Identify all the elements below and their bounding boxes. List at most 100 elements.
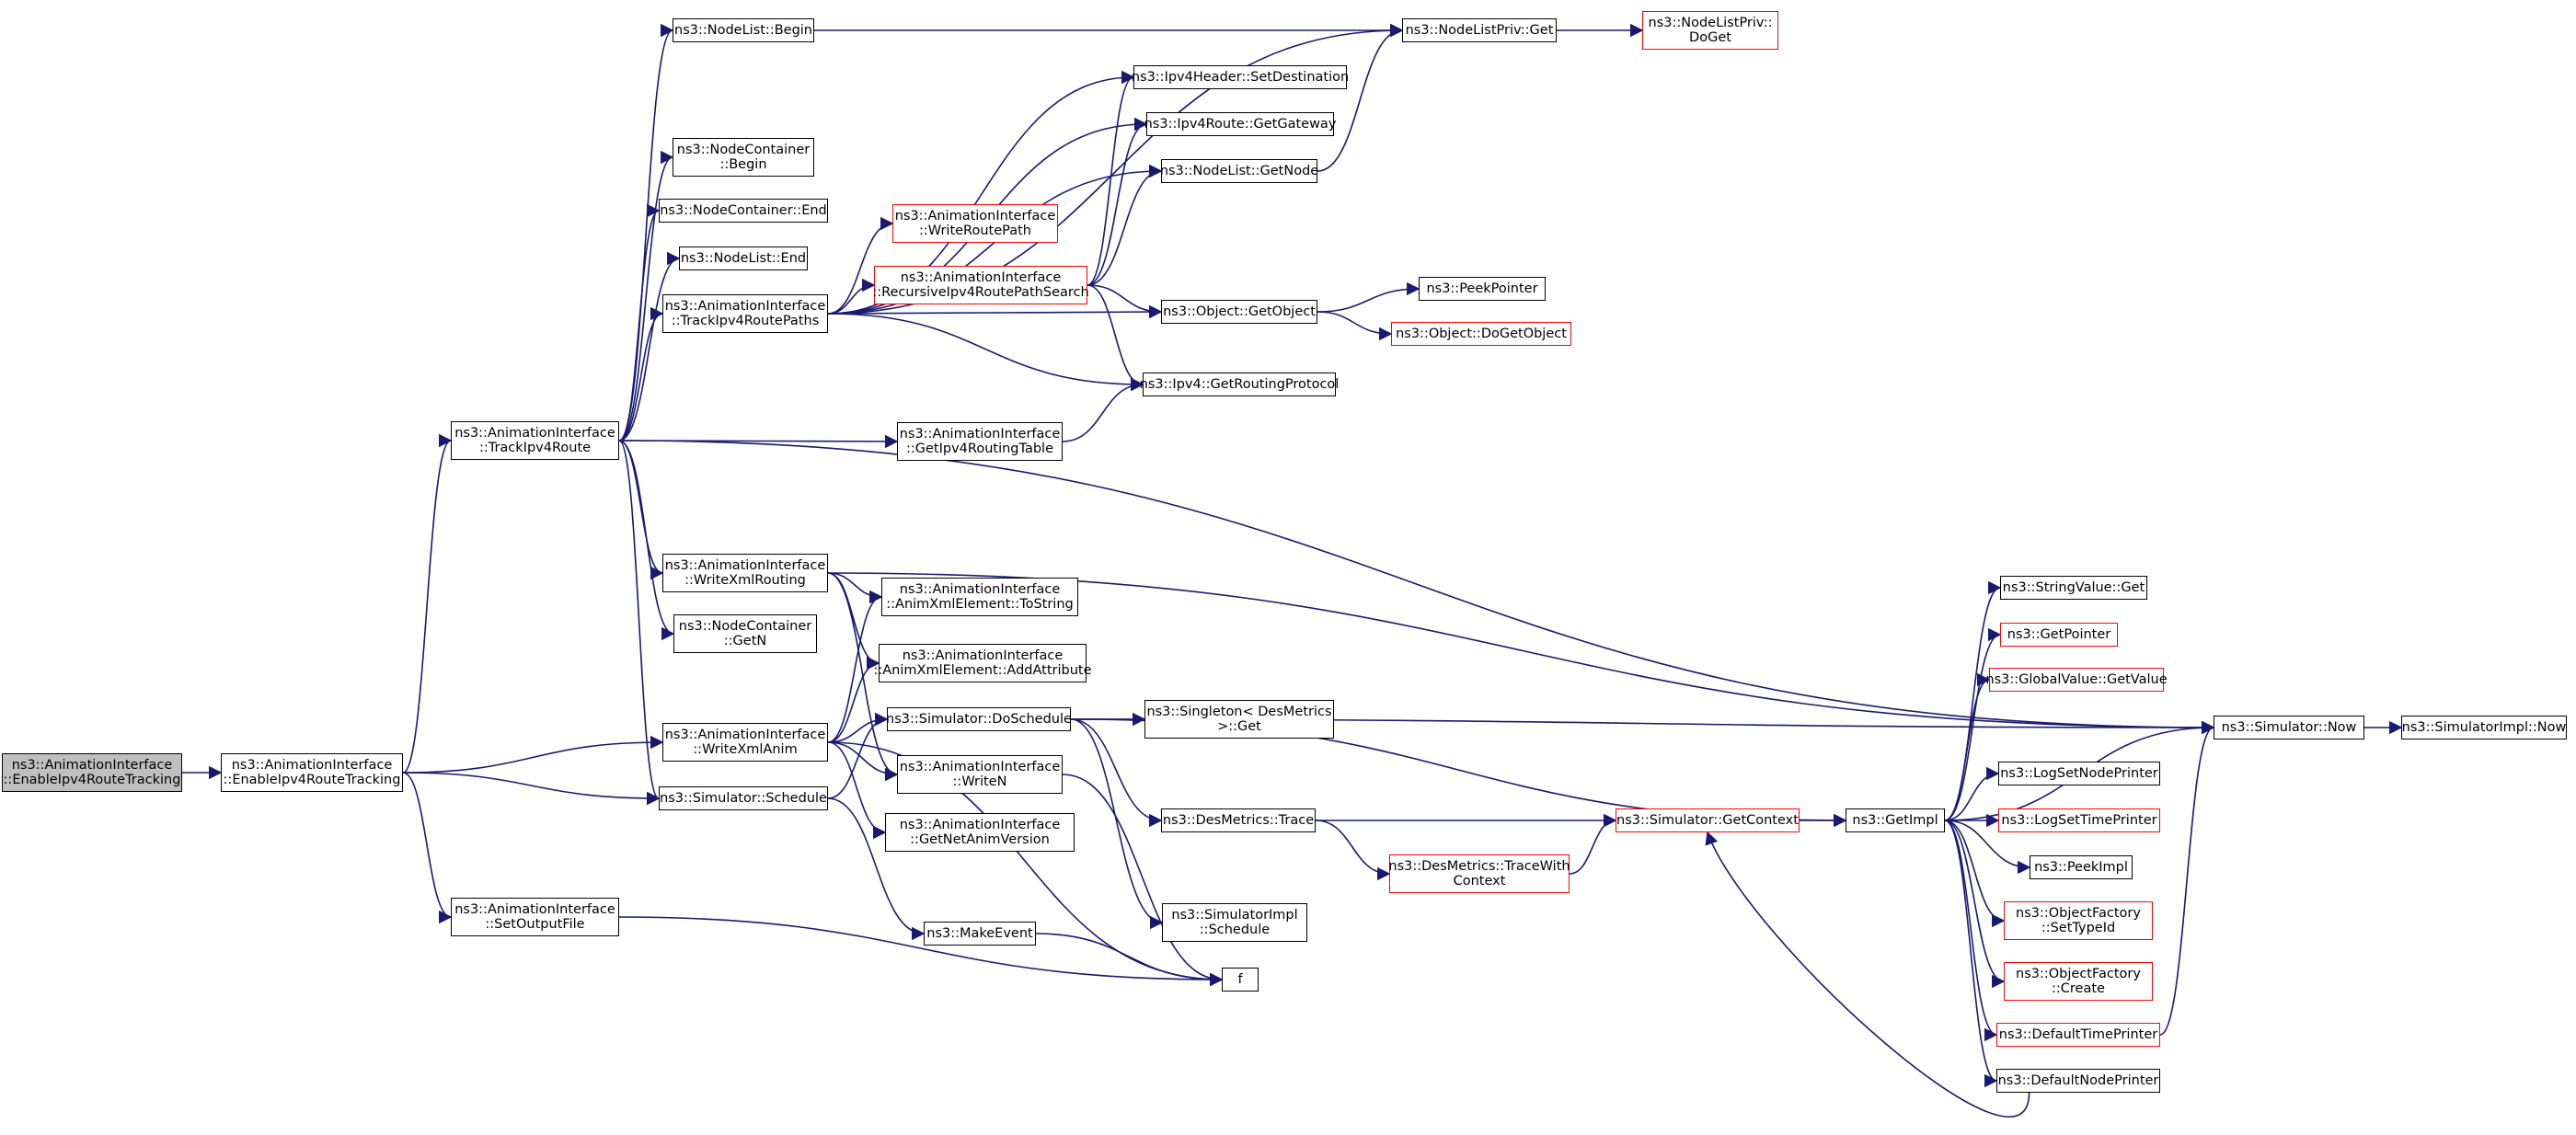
edge-wxa-to-ts — [827, 590, 883, 743]
node-label-line: ::Schedule — [1199, 923, 1271, 937]
node-dmt[interactable]: ns3::DesMetrics::Trace — [1161, 808, 1316, 832]
edge-wxa-to-aa — [827, 656, 880, 743]
node-label-line: ::EnableIpv4RouteTracking — [223, 773, 401, 787]
node-label-line: ns3::GlobalValue::GetValue — [1985, 672, 2168, 687]
edge-ert-to-sof — [402, 772, 453, 924]
node-label-line: ns3::Object::GetObject — [1163, 304, 1316, 319]
node-sds[interactable]: ns3::Simulator::DoSchedule — [886, 707, 1072, 731]
edge-ert-to-tir — [402, 433, 453, 774]
node-nlpdg[interactable]: ns3::NodeListPriv::DoGet — [1642, 11, 1778, 50]
edge-tir-to-nle — [618, 251, 681, 441]
node-rirs[interactable]: ns3::AnimationInterface::RecursiveIpv4Ro… — [872, 266, 1089, 304]
node-f[interactable]: f — [1222, 968, 1259, 992]
node-label-line: ns3::PeekImpl — [2034, 860, 2128, 875]
node-label-line: ns3::ObjectFactory — [2016, 906, 2141, 921]
edge-sds-to-dmt — [1070, 718, 1163, 828]
edge-rirs-to-nlgn — [1087, 164, 1163, 286]
node-wxa[interactable]: ns3::AnimationInterface::WriteXmlAnim — [662, 723, 828, 762]
node-ts[interactable]: ns3::AnimationInterface::AnimXmlElement:… — [881, 578, 1078, 616]
node-sin[interactable]: ns3::SimulatorImpl::Now — [2401, 716, 2567, 739]
node-tir[interactable]: ns3::AnimationInterface::TrackIpv4Route — [451, 421, 619, 460]
node-ofst[interactable]: ns3::ObjectFactory::SetTypeId — [2004, 901, 2153, 940]
node-label-line: ns3::DesMetrics::Trace — [1162, 813, 1315, 828]
node-nlpg[interactable]: ns3::NodeListPriv::Get — [1402, 18, 1557, 42]
node-gvgv[interactable]: ns3::GlobalValue::GetValue — [1985, 668, 2168, 692]
node-irgg[interactable]: ns3::Ipv4Route::GetGateway — [1144, 112, 1336, 136]
node-odgo[interactable]: ns3::Object::DoGetObject — [1391, 322, 1571, 346]
node-label-line: ::WriteXmlAnim — [693, 742, 798, 757]
node-lsnp[interactable]: ns3::LogSetNodePrinter — [1998, 762, 2160, 785]
edge-tirp-to-igrp — [827, 313, 1144, 392]
node-sof[interactable]: ns3::AnimationInterface::SetOutputFile — [451, 898, 619, 936]
edge-dnp-to-sgc — [1705, 831, 2030, 1118]
edge-wn-to-f — [1062, 774, 1224, 987]
node-ihsd[interactable]: ns3::Ipv4Header::SetDestination — [1132, 65, 1349, 89]
node-label-line: ns3::AnimationInterface — [899, 582, 1061, 597]
node-pp[interactable]: ns3::PeekPointer — [1419, 277, 1546, 301]
node-nce[interactable]: ns3::NodeContainer::End — [659, 199, 828, 223]
node-gi[interactable]: ns3::GetImpl — [1846, 808, 1945, 832]
node-label-line: ns3::PeekPointer — [1426, 281, 1538, 296]
node-label-line: ::AnimXmlElement::AddAttribute — [873, 663, 1092, 678]
node-wn[interactable]: ns3::AnimationInterface::WriteN — [897, 755, 1063, 794]
edge-tirp-to-rirs — [827, 278, 876, 315]
edge-gi-to-pi — [1944, 820, 2031, 875]
node-dnp[interactable]: ns3::DefaultNodePrinter — [1996, 1069, 2160, 1093]
node-label-line: ::SetTypeId — [2041, 921, 2116, 935]
node-dtp[interactable]: ns3::DefaultTimePrinter — [1996, 1023, 2160, 1047]
edge-wxr-to-wn — [827, 572, 899, 782]
node-nle[interactable]: ns3::NodeList::End — [679, 246, 808, 270]
edge-ert-to-wxa — [402, 735, 664, 774]
node-label-line: ns3::DefaultTimePrinter — [1998, 1027, 2158, 1042]
node-sdg[interactable]: ns3::Singleton< DesMetrics>::Get — [1144, 700, 1334, 739]
node-label-line: f — [1237, 972, 1243, 987]
node-sgc[interactable]: ns3::Simulator::GetContext — [1616, 808, 1800, 832]
edge-gi-to-ofst — [1944, 820, 2006, 928]
node-sn[interactable]: ns3::Simulator::Now — [2214, 716, 2364, 739]
node-ss[interactable]: ns3::Simulator::Schedule — [659, 786, 828, 810]
node-label-line: ns3::Simulator::GetContext — [1616, 813, 1799, 828]
edge-wxr-to-sn — [827, 572, 2215, 735]
node-label-line: ns3::Ipv4::GetRoutingProtocol — [1139, 377, 1340, 392]
node-tirp[interactable]: ns3::AnimationInterface::TrackIpv4RouteP… — [662, 294, 828, 333]
node-label-line: ::TrackIpv4RoutePaths — [671, 314, 820, 328]
node-root: ns3::AnimationInterface::EnableIpv4Route… — [2, 753, 182, 792]
node-me[interactable]: ns3::MakeEvent — [924, 922, 1036, 946]
node-label-line: ::TrackIpv4Route — [478, 441, 592, 455]
edge-gi-to-svg — [1944, 580, 2002, 821]
node-wxr[interactable]: ns3::AnimationInterface::WriteXmlRouting — [662, 554, 828, 592]
node-label-line: ns3::AnimationInterface — [900, 270, 1062, 285]
node-wrp[interactable]: ns3::AnimationInterface::WriteRoutePath — [892, 204, 1058, 243]
node-label-line: ::Create — [2052, 981, 2105, 996]
node-label-line: ns3::LogSetTimePrinter — [2001, 813, 2157, 828]
node-label-line: ns3::AnimationInterface — [454, 902, 615, 917]
node-gp[interactable]: ns3::GetPointer — [2000, 623, 2118, 647]
node-label-line: ns3::MakeEvent — [926, 926, 1033, 941]
edge-tir-to-ss — [618, 440, 661, 805]
node-label-line: ns3::NodeList::Begin — [674, 23, 812, 38]
node-ogo[interactable]: ns3::Object::GetObject — [1161, 300, 1317, 324]
node-label-line: ::WriteRoutePath — [919, 224, 1031, 238]
node-pi[interactable]: ns3::PeekImpl — [2030, 855, 2133, 879]
node-ert[interactable]: ns3::AnimationInterface::EnableIpv4Route… — [221, 753, 403, 792]
node-lstp[interactable]: ns3::LogSetTimePrinter — [1998, 808, 2160, 832]
node-sis[interactable]: ns3::SimulatorImpl::Schedule — [1162, 903, 1307, 942]
node-ncgn[interactable]: ns3::NodeContainer::GetN — [673, 614, 817, 653]
node-nlb[interactable]: ns3::NodeList::Begin — [673, 18, 814, 42]
node-nlgn[interactable]: ns3::NodeList::GetNode — [1160, 159, 1318, 183]
edge-tir-to-tirp — [618, 306, 664, 441]
node-label-line: ns3::NodeListPriv:: — [1648, 16, 1773, 30]
edge-gi-to-lsnp — [1944, 766, 2000, 821]
node-svg[interactable]: ns3::StringValue::Get — [2000, 576, 2147, 600]
node-aa[interactable]: ns3::AnimationInterface::AnimXmlElement:… — [873, 644, 1092, 682]
node-label-line: ns3::AnimationInterface — [11, 758, 173, 773]
node-ofc[interactable]: ns3::ObjectFactory::Create — [2004, 962, 2153, 1001]
node-ncb[interactable]: ns3::NodeContainer::Begin — [673, 138, 814, 177]
node-label-line: ns3::AnimationInterface — [899, 760, 1061, 774]
node-gnav[interactable]: ns3::AnimationInterface::GetNetAnimVersi… — [885, 813, 1075, 852]
node-igrp[interactable]: ns3::Ipv4::GetRoutingProtocol — [1140, 373, 1339, 396]
node-label-line: ns3::AnimationInterface — [899, 427, 1061, 441]
node-label-line: ns3::Simulator::DoSchedule — [886, 712, 1072, 727]
node-girt[interactable]: ns3::AnimationInterface::GetIpv4RoutingT… — [897, 422, 1063, 461]
